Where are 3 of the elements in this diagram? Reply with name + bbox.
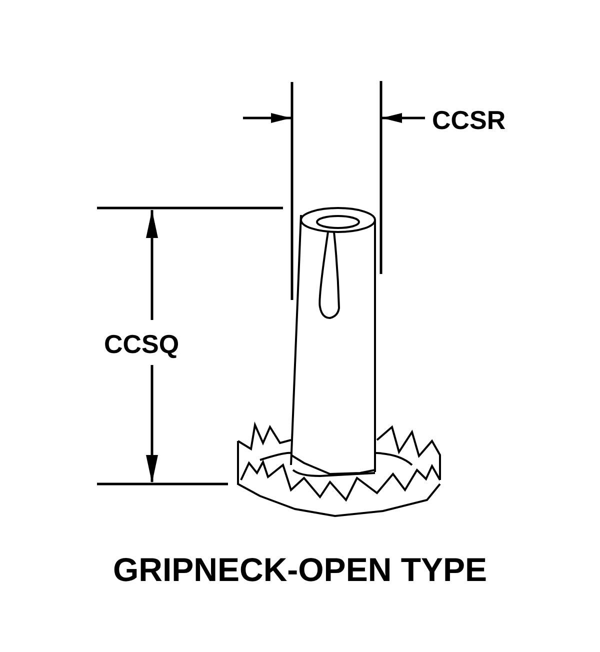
caption: GRIPNECK-OPEN TYPE (112, 553, 488, 586)
dimension-label: CCSR (432, 107, 506, 133)
dimension-label: CCSQ (104, 331, 180, 357)
